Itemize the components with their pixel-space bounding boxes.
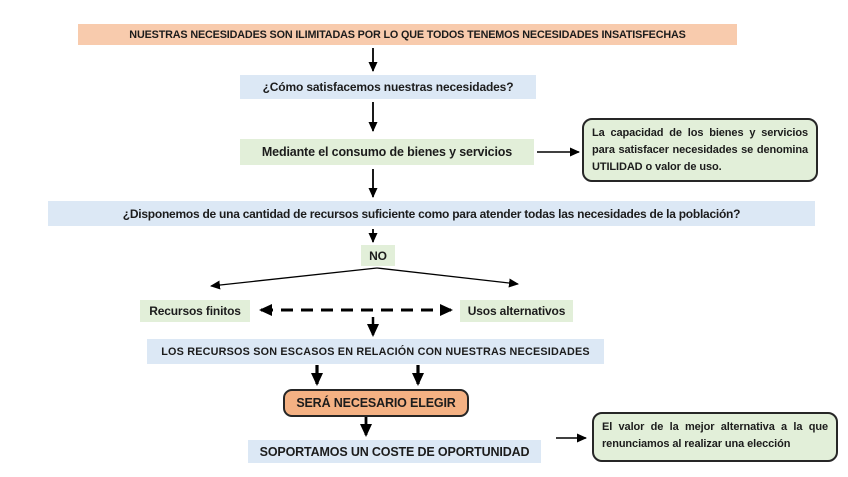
scarce-resources-box: LOS RECURSOS SON ESCASOS EN RELACIÓN CON… — [147, 339, 604, 364]
how-satisfy-question-box: ¿Cómo satisfacemos nuestras necesidades? — [240, 75, 536, 99]
no-box: NO — [361, 245, 395, 266]
enough-resources-question-box: ¿Disponemos de una cantidad de recursos … — [48, 201, 815, 226]
alternative-uses-box: Usos alternativos — [460, 300, 573, 322]
opportunity-cost-box: SOPORTAMOS UN COSTE DE OPORTUNIDAD — [248, 440, 541, 463]
must-choose-box: SERÁ NECESARIO ELEGIR — [283, 389, 469, 417]
finite-resources-box: Recursos finitos — [140, 300, 250, 322]
arrow-no-to-usos-alternativos — [376, 267, 519, 288]
needs-unlimited-box: NUESTRAS NECESIDADES SON ILIMITADAS POR … — [78, 24, 737, 45]
opportunity-cost-note-box: El valor de la mejor alternativa a la qu… — [592, 412, 838, 462]
consumption-box: Mediante el consumo de bienes y servicio… — [240, 139, 534, 165]
arrow-no-to-recursos-finitos — [210, 267, 378, 290]
utility-note-box: La capacidad de los bienes y servicios p… — [582, 118, 818, 182]
